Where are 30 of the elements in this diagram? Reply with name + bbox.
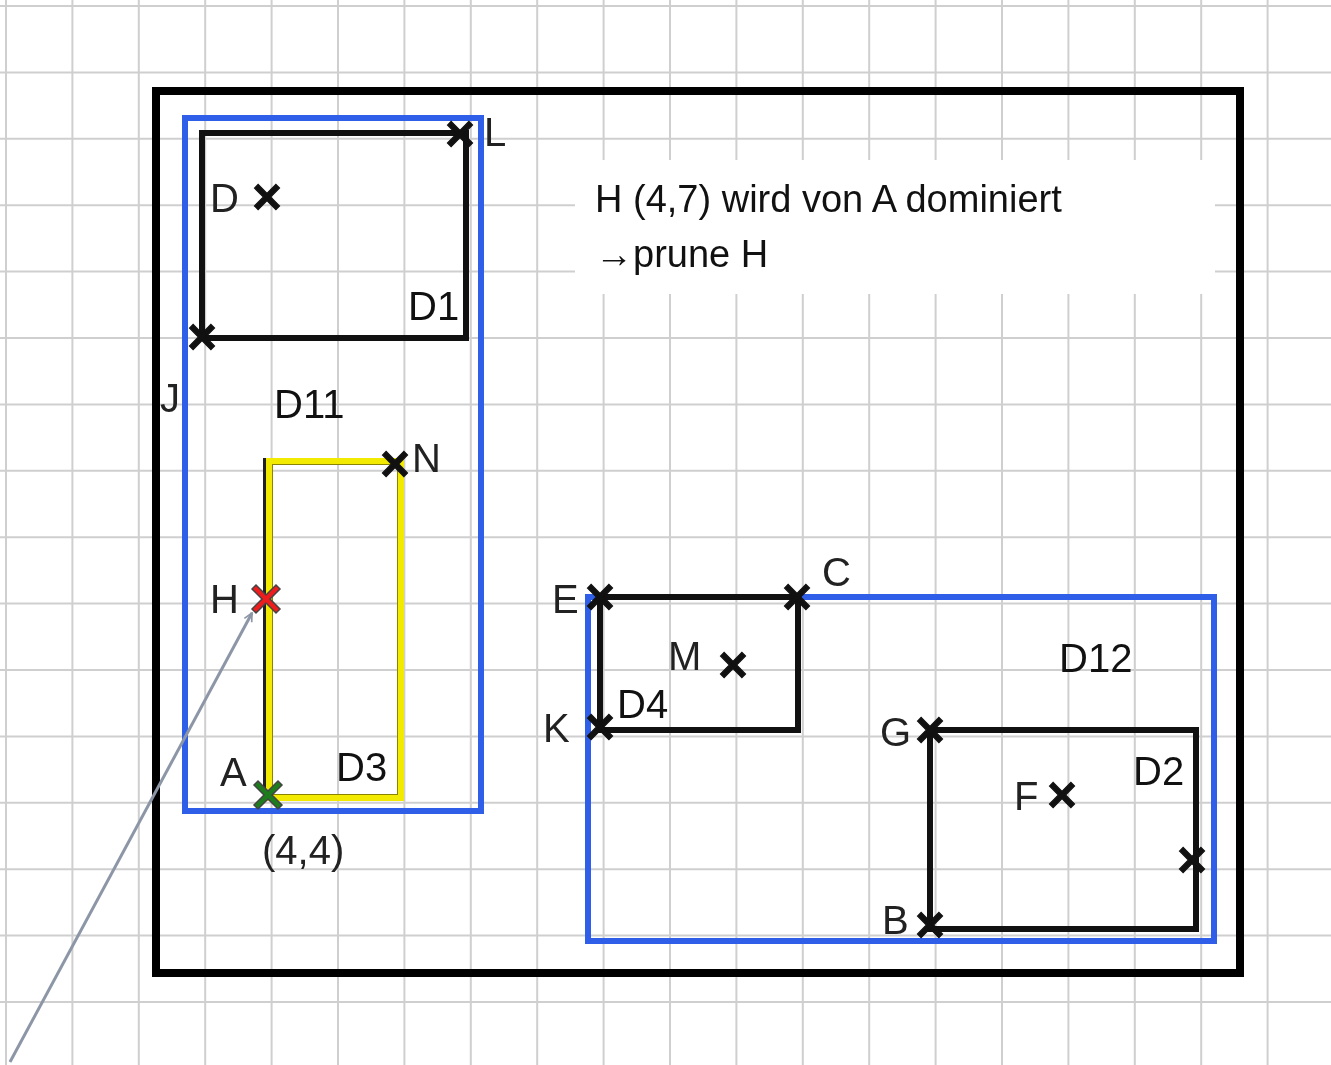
point-label: K	[543, 708, 570, 748]
point-label: C	[822, 552, 851, 592]
rectangle-label: D11	[274, 384, 345, 424]
point-label: L	[484, 112, 507, 152]
point-label: A	[220, 752, 247, 792]
bounding-rectangle	[597, 594, 801, 733]
rectangle-label: D3	[336, 747, 388, 787]
rectangle-label: D4	[617, 684, 669, 724]
point-label: M	[668, 636, 702, 676]
rectangle-label: D12	[1059, 638, 1133, 678]
point-label: G	[880, 712, 912, 752]
rectangle-label: D2	[1133, 751, 1185, 791]
point-label: N	[412, 438, 441, 478]
rectangle-label: D1	[408, 286, 460, 326]
point-label: J	[160, 378, 180, 418]
bounding-rectangle	[152, 87, 1244, 977]
bounding-rectangle	[266, 458, 404, 801]
cross-mark	[248, 581, 284, 617]
bounding-rectangle	[585, 594, 1217, 944]
point-label: D	[210, 178, 239, 218]
bounding-rectangle	[927, 727, 1199, 932]
bounding-rectangle	[199, 130, 469, 341]
point-label: F	[1014, 776, 1039, 816]
point-label: B	[882, 900, 909, 940]
point-label: E	[552, 579, 579, 619]
point-label: H	[210, 579, 239, 619]
arrow	[8, 612, 254, 1063]
coordinate-label: (4,4)	[262, 830, 345, 870]
bounding-rectangle	[182, 115, 484, 814]
annotation-note: H (4,7) wird von A dominiert →prune H	[575, 160, 1215, 295]
